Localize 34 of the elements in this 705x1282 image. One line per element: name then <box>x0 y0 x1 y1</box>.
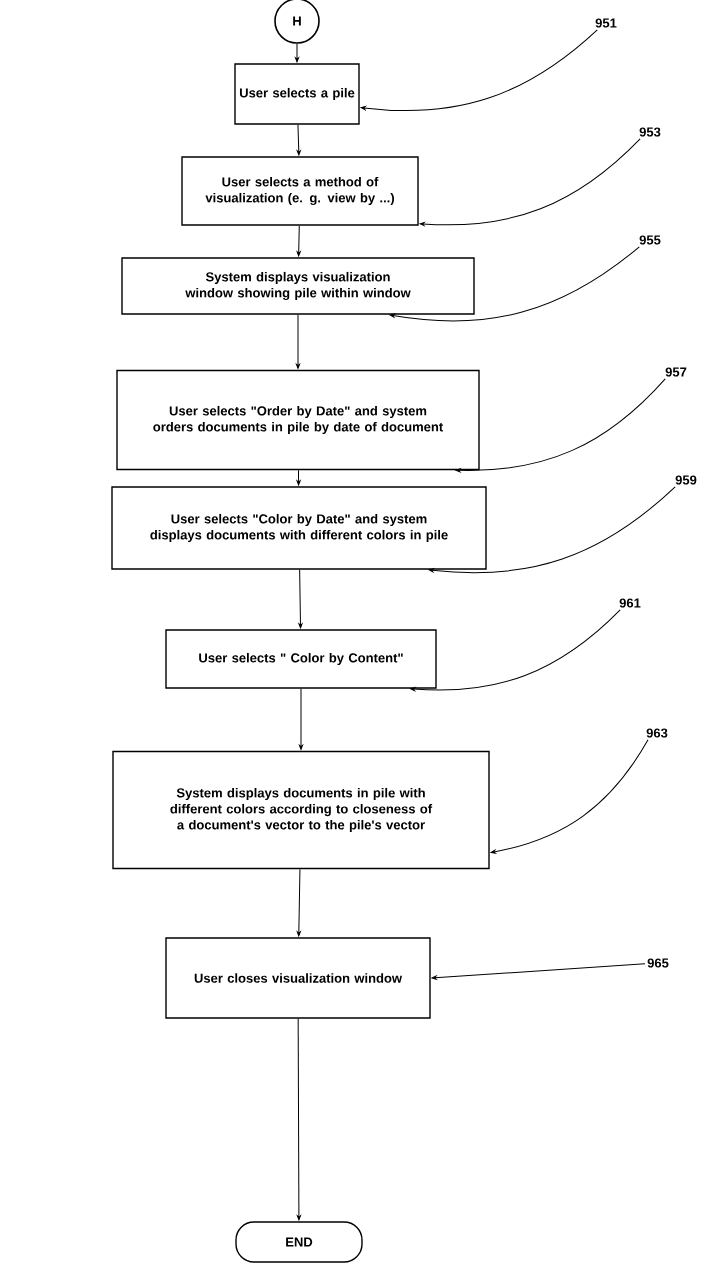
arrow <box>296 469 301 486</box>
leader-line <box>490 739 649 854</box>
leader-line <box>428 486 676 574</box>
callout-number: 955 <box>639 235 661 245</box>
leader-line <box>455 378 666 473</box>
arrow <box>296 868 301 937</box>
terminal-box: END <box>235 1221 363 1263</box>
callout-number: 961 <box>619 598 641 608</box>
leader-line <box>389 246 640 322</box>
callout-number: 957 <box>665 367 687 377</box>
process-box: System displays visualization window showing pile within window <box>121 257 475 315</box>
process-box: User selects a method of visualization (e. g. view by ...) <box>181 156 419 226</box>
arrow <box>296 1018 301 1221</box>
leader-line <box>431 963 646 980</box>
process-box: User closes visualization window <box>165 937 431 1019</box>
process-box: User selects "Color by Date" and system displays documents with different colors in pile <box>111 486 487 570</box>
leader-line <box>410 609 621 692</box>
callout-number: 959 <box>675 475 697 485</box>
process-box: User selects "Order by Date" and system orders documents in pile by date of document <box>116 369 480 471</box>
callout-number: 963 <box>646 728 668 738</box>
arrow <box>296 124 301 156</box>
process-box: User selects a pile <box>234 63 360 125</box>
arrow <box>296 314 300 369</box>
arrow <box>295 43 299 63</box>
leader-line <box>419 138 641 227</box>
callout-number: 951 <box>595 18 617 28</box>
process-box: System displays documents in pile with different colors according to closeness of a document's vector to the pile's vector <box>112 750 490 870</box>
arrow <box>296 225 301 257</box>
arrow <box>298 569 303 629</box>
process-box: User selects " Color by Content" <box>165 629 437 689</box>
callout-number: 953 <box>639 127 661 137</box>
callout-number: 965 <box>647 958 669 968</box>
arrow <box>299 688 303 750</box>
leader-line <box>360 29 598 112</box>
